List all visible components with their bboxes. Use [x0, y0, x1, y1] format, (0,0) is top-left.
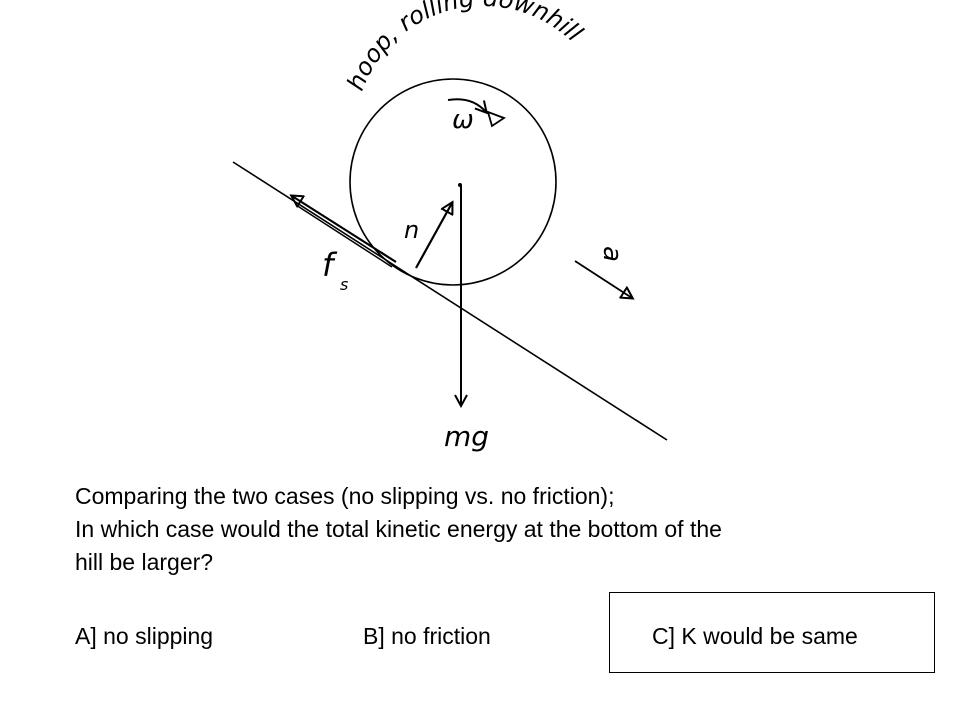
free-body-diagram: hoop, rolling downhill ω n f s a mg — [232, 0, 668, 453]
hoop-circle — [349, 78, 557, 286]
question-line-2: In which case would the total kinetic en… — [75, 516, 722, 542]
friction-label: f — [322, 246, 338, 284]
question-line-3: hill be larger? — [75, 549, 214, 575]
acceleration-label: a — [597, 246, 627, 262]
friction-arrow-double — [295, 204, 393, 268]
choice-c-highlight-box — [609, 592, 935, 673]
acceleration-arrow — [574, 260, 632, 298]
friction-arrow — [292, 196, 397, 263]
omega-label: ω — [452, 105, 474, 135]
omega-arrow — [447, 98, 486, 112]
choice-c[interactable]: C] K would be same — [652, 623, 858, 649]
omega-arrowhead-triangle — [486, 110, 506, 128]
normal-force-arrow — [415, 203, 452, 269]
question-line-1: Comparing the two cases (no slipping vs.… — [75, 483, 615, 509]
incline-line — [232, 161, 668, 441]
choice-a[interactable]: A] no slipping — [75, 623, 214, 649]
question-text: Comparing the two cases (no slipping vs.… — [75, 480, 935, 579]
friction-subscript: s — [340, 275, 348, 294]
choice-b[interactable]: B] no friction — [363, 623, 491, 649]
weight-label: mg — [444, 420, 489, 453]
normal-label: n — [404, 216, 419, 244]
